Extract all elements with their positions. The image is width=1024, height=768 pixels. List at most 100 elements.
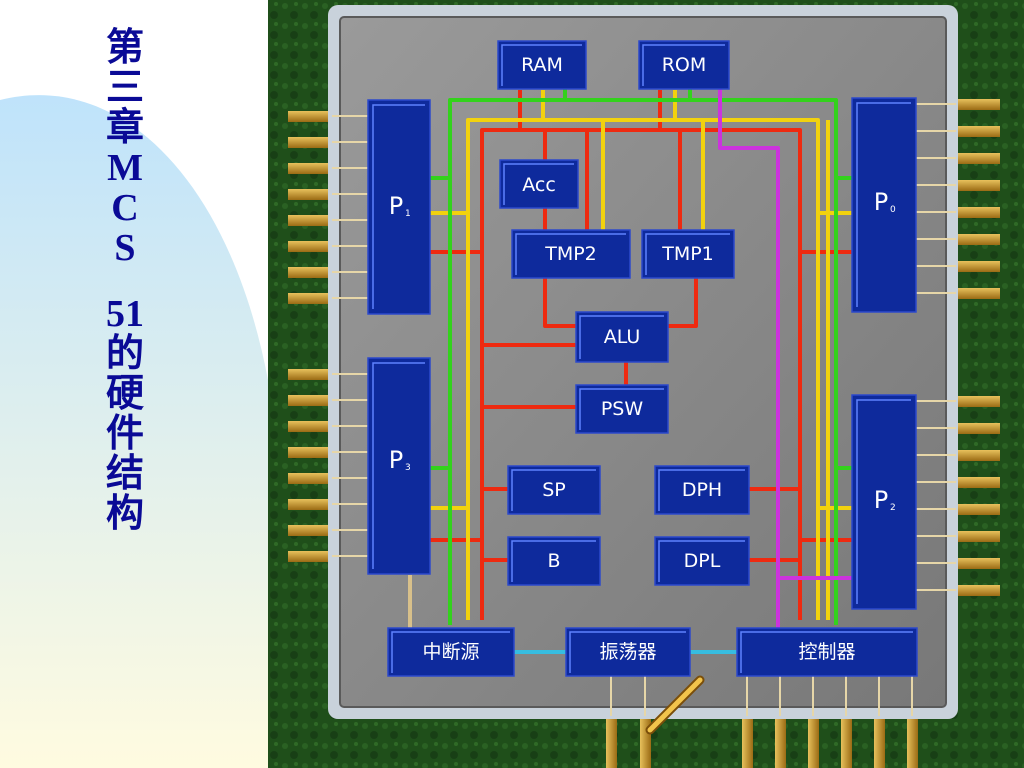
pin: [606, 716, 617, 768]
title-char: 硬: [105, 373, 144, 415]
pin: [288, 421, 332, 432]
pin: [288, 111, 332, 122]
block-label: ALU: [604, 326, 641, 348]
block-tmp2: TMP2: [511, 229, 631, 279]
pin: [288, 163, 332, 174]
pin: [288, 525, 332, 536]
left-pins: [288, 111, 332, 562]
pin: [742, 716, 753, 768]
title-char: 件: [105, 413, 144, 455]
pin: [956, 504, 1000, 515]
pin: [874, 716, 885, 768]
port-letter: P: [389, 192, 403, 220]
title-char: 第: [105, 27, 144, 69]
pin: [956, 558, 1000, 569]
pin: [956, 477, 1000, 488]
block-label: B: [547, 550, 560, 572]
block-sp: SP: [507, 465, 601, 515]
block-controller: 控制器: [736, 627, 918, 677]
block-label: 中断源: [422, 641, 479, 663]
port-subscript: 2: [890, 503, 896, 513]
title-char: M: [107, 147, 143, 189]
port-p1: P 1: [367, 99, 431, 315]
block-label: RAM: [521, 54, 563, 76]
title-char: S: [114, 227, 136, 269]
title-char: 构: [105, 493, 144, 535]
pin: [288, 499, 332, 510]
pin: [956, 180, 1000, 191]
title-char: C: [111, 187, 139, 229]
title-char: 51: [106, 293, 144, 335]
pin: [288, 137, 332, 148]
crystal-lead: [645, 675, 705, 735]
port-letter: P: [874, 486, 888, 514]
slide-title: 第 三 章 M C S 51 的 硬 件 结 构: [102, 28, 148, 534]
block-rom: ROM: [638, 40, 730, 90]
block-ram: RAM: [497, 40, 587, 90]
title-char: 章: [105, 107, 144, 149]
port-subscript: 3: [405, 463, 411, 473]
port-letter: P: [874, 188, 888, 216]
bottom-pin-leads: [610, 674, 913, 716]
block-tmp1: TMP1: [641, 229, 735, 279]
pin: [640, 716, 651, 768]
pin: [288, 473, 332, 484]
pin: [956, 288, 1000, 299]
block-label: 控制器: [798, 641, 855, 663]
port-p3: P 3: [367, 357, 431, 575]
pin: [775, 716, 786, 768]
block-oscillator: 振荡器: [565, 627, 691, 677]
pin: [288, 215, 332, 226]
magenta-bus: [718, 88, 852, 628]
block-label: DPH: [682, 479, 722, 501]
green-bus: [430, 88, 852, 625]
block-acc: Acc: [499, 159, 579, 209]
pin: [956, 450, 1000, 461]
mcs51-chip-diagram: RAM ROM Acc TMP2 TMP1 ALU PSW SP B: [268, 0, 1024, 768]
pin: [288, 395, 332, 406]
port-p2: P 2: [851, 394, 917, 610]
pin: [841, 716, 852, 768]
pin: [808, 716, 819, 768]
title-char: 结: [105, 453, 144, 495]
block-label: TMP2: [544, 243, 597, 265]
left-pin-leads: [332, 115, 368, 557]
port-letter: P: [389, 446, 403, 474]
block-label: PSW: [601, 398, 644, 420]
pin: [956, 423, 1000, 434]
block-label: ROM: [662, 54, 707, 76]
port-subscript: 0: [890, 205, 896, 215]
port-subscript: 1: [405, 209, 411, 219]
pin: [956, 396, 1000, 407]
port-p0: P 0: [851, 97, 917, 313]
slide-background: [0, 0, 268, 768]
pin: [956, 261, 1000, 272]
pin: [288, 241, 332, 252]
bottom-pins: [606, 716, 918, 768]
pin: [956, 585, 1000, 596]
pin: [288, 267, 332, 278]
pin: [956, 531, 1000, 542]
title-char: 的: [105, 333, 144, 375]
block-interrupt-source: 中断源: [387, 627, 515, 677]
pin: [956, 153, 1000, 164]
block-label: DPL: [684, 550, 721, 572]
block-b: B: [507, 536, 601, 586]
right-pin-leads: [916, 103, 956, 591]
block-label: 振荡器: [599, 641, 656, 663]
pin: [288, 293, 332, 304]
block-dpl: DPL: [654, 536, 750, 586]
yellow-bus: [430, 90, 852, 620]
block-dph: DPH: [654, 465, 750, 515]
decorative-blue-curve: [0, 95, 268, 768]
pin: [956, 207, 1000, 218]
pin: [288, 369, 332, 380]
pin: [956, 99, 1000, 110]
block-psw: PSW: [575, 384, 669, 434]
block-label: TMP1: [661, 243, 714, 265]
pin: [956, 126, 1000, 137]
pin: [288, 447, 332, 458]
block-label: Acc: [522, 174, 556, 196]
pin: [288, 551, 332, 562]
right-pins: [956, 99, 1000, 596]
